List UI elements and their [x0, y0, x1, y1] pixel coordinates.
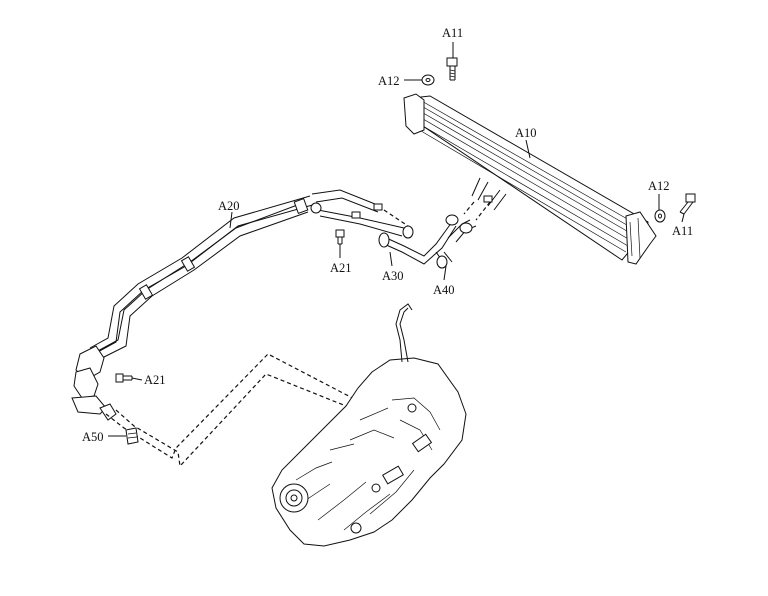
label-a11-top: A11	[442, 26, 463, 40]
label-a50: A50	[82, 430, 104, 444]
label-a21-mid: A21	[330, 261, 352, 275]
label-a10: A10	[515, 126, 537, 140]
leader-lines	[108, 42, 685, 437]
bolt-a11-top[interactable]	[446, 57, 458, 81]
bolt-a21-left[interactable]	[115, 373, 133, 383]
clamp-a50[interactable]	[125, 427, 139, 445]
washer-a12-top[interactable]	[421, 74, 435, 86]
label-a20: A20	[218, 199, 240, 213]
washer-a12-right[interactable]	[654, 209, 666, 223]
connection-dashes	[105, 201, 491, 468]
oil-cooler-a10[interactable]	[403, 93, 657, 265]
label-a12-top: A12	[378, 74, 400, 88]
connector-a40[interactable]	[435, 195, 493, 269]
bolt-a21-mid[interactable]	[335, 229, 345, 245]
label-a12-right: A12	[648, 179, 670, 193]
label-a21-left: A21	[144, 373, 166, 387]
label-a40: A40	[433, 283, 455, 297]
transmission-assembly[interactable]	[271, 303, 467, 547]
label-a11-right: A11	[672, 224, 693, 238]
connector-a30[interactable]	[351, 203, 459, 265]
label-a30: A30	[382, 269, 404, 283]
bolt-a11-right[interactable]	[679, 193, 696, 215]
